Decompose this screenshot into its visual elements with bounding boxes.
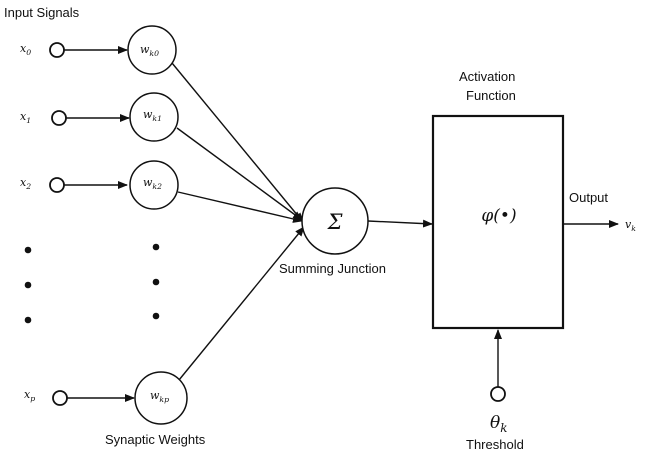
input-symbol-x0: x0 xyxy=(20,42,31,57)
summing-junction-label: Summing Junction xyxy=(279,261,386,276)
weight-ellipsis-dot xyxy=(152,278,160,286)
weight-to-sum-edge-wk2 xyxy=(177,191,303,223)
sigma-symbol: Σ xyxy=(327,210,343,234)
activation-function-box xyxy=(431,114,565,330)
weight-node-wkp xyxy=(134,371,188,425)
input-ellipsis-dot xyxy=(24,316,32,324)
weight-node-wk1 xyxy=(129,92,179,142)
output-label: Output xyxy=(569,190,608,205)
input-port-x0 xyxy=(49,42,65,58)
input-port-xp xyxy=(52,390,68,406)
threshold-port xyxy=(490,386,506,402)
phi-symbol: φ(•) xyxy=(481,206,516,226)
weight-node-wk0 xyxy=(127,25,177,75)
input-ellipsis-dot xyxy=(24,246,32,254)
weight-to-sum-edge-wkp xyxy=(178,226,305,381)
synaptic-weights-label: Synaptic Weights xyxy=(105,432,206,447)
input-symbol-xp: xp xyxy=(24,388,35,403)
input-symbol-x2: x2 xyxy=(20,176,31,191)
weight-ellipsis-dot xyxy=(152,243,160,251)
weight-symbol-wkp: wkp xyxy=(150,389,169,404)
sum-to-activation-edge xyxy=(367,219,433,228)
activation-function-label-line2: Function xyxy=(466,88,516,103)
input-port-x2 xyxy=(49,177,65,193)
input-symbol-x1: x1 xyxy=(20,110,31,125)
weight-symbol-wk0: wk0 xyxy=(140,43,159,58)
weight-node-wk2 xyxy=(129,160,179,210)
input-signals-label: Input Signals xyxy=(4,5,80,20)
threshold-label: Threshold xyxy=(466,437,524,452)
weight-to-sum-edge-wk1 xyxy=(176,127,303,221)
input-ellipsis-dot xyxy=(24,281,32,289)
weight-to-sum-edge-wk0 xyxy=(171,62,304,223)
weight-ellipsis-dot xyxy=(152,312,160,320)
input-port-x1 xyxy=(51,110,67,126)
weight-symbol-wk2: wk2 xyxy=(143,176,162,191)
weight-symbol-wk1: wk1 xyxy=(143,108,162,123)
activation-function-label-line1: Activation xyxy=(459,69,515,84)
threshold-symbol-thetak: θk xyxy=(490,413,507,435)
output-symbol-vk: vk xyxy=(625,218,636,233)
